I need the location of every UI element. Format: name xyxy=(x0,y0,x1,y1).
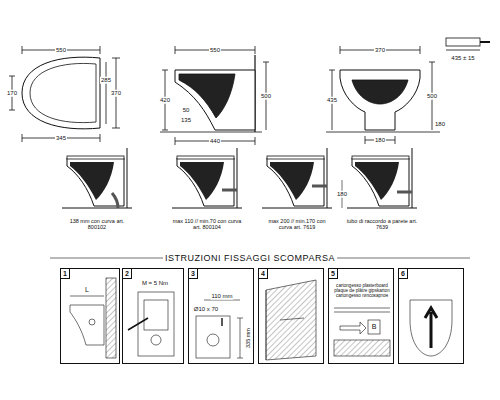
step-number: 6 xyxy=(398,268,408,279)
step-number: 3 xyxy=(188,268,198,279)
dimension: 420 xyxy=(159,97,171,104)
pipe-caption: tubo di raccordo a parete art. 7639 xyxy=(345,218,419,230)
dimension: 180 xyxy=(336,191,348,198)
dimension: 345 xyxy=(55,135,67,142)
dimension: 440 xyxy=(209,138,221,145)
dimension: 135 xyxy=(180,117,192,124)
step-panel: 4 xyxy=(258,268,324,364)
step-panel: 5 xyxy=(328,268,394,364)
step-panel: 3 xyxy=(188,268,254,364)
step-note: B xyxy=(371,323,378,331)
dimension: 550 xyxy=(209,47,221,54)
section-title: ISTRUZIONI FISSAGGI SCOMPARSA xyxy=(163,253,337,263)
step-note: Ø10 x 70 xyxy=(193,306,219,313)
step-number: 2 xyxy=(122,268,132,279)
dimension: 500 xyxy=(426,93,438,100)
step-note: L xyxy=(84,286,90,294)
dimension: 285 xyxy=(100,77,112,84)
pipe-caption: max 110 // min.70 con curva art. 800104 xyxy=(170,218,244,230)
step-number: 1 xyxy=(60,268,70,279)
dimension: 180 xyxy=(374,137,386,144)
step-panel: 1 xyxy=(60,268,120,364)
dimension: 550 xyxy=(55,47,67,54)
dimension: 435 xyxy=(326,97,338,104)
step-note: M = 5 Nm xyxy=(141,280,169,287)
dimension: 370 xyxy=(110,90,122,97)
dimension: 370 xyxy=(374,47,386,54)
step-panel: 6 xyxy=(398,268,464,364)
step-number: 4 xyxy=(258,268,268,279)
step-note: cartongesso plasterboard plaque de plâtr… xyxy=(332,283,392,298)
dimension: 180 xyxy=(434,121,446,128)
step-note: 110 mm xyxy=(210,293,233,300)
step-note: 335 mm xyxy=(245,327,251,349)
dimension: 50 xyxy=(182,107,191,114)
pipe-caption: 138 mm con curva art. 800102 xyxy=(60,218,134,230)
pipe-caption: max 200 // min.170 con curva art. 7619 xyxy=(260,218,334,230)
dimension: 500 xyxy=(260,93,272,100)
dimension: 435 ± 15 xyxy=(450,55,475,62)
step-number: 5 xyxy=(328,268,338,279)
dimension: 170 xyxy=(6,90,18,97)
